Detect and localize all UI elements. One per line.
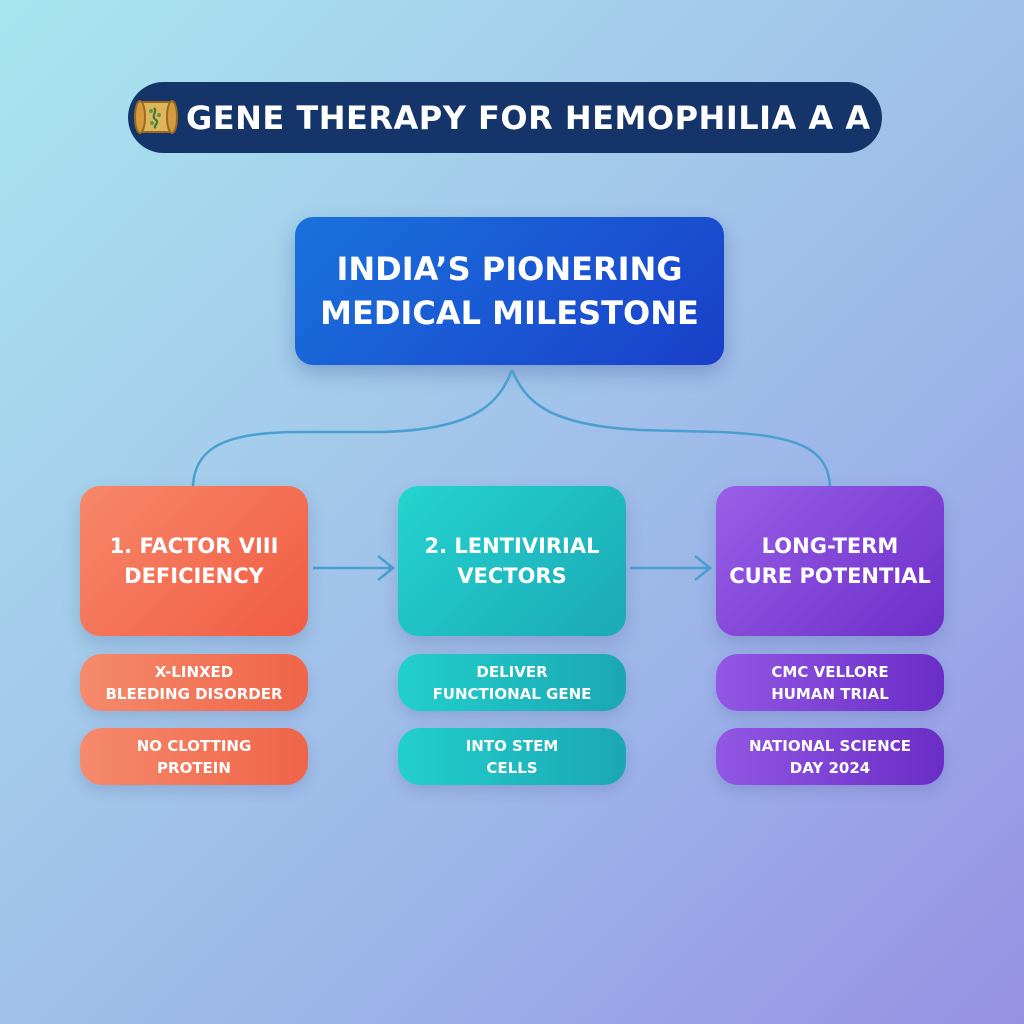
sub-card-line-2: HUMAN TRIAL: [771, 684, 889, 703]
card-title-line-2: VECTORS: [457, 564, 567, 588]
sub-card-line-1: DELIVER: [476, 662, 548, 681]
card-long-term-cure: LONG-TERM CURE POTENTIAL: [716, 486, 944, 636]
connector-root-to-right: [510, 369, 832, 487]
sub-card-line-1: X-LINXED: [154, 662, 234, 681]
title-banner: GENE THERAPY FOR HEMOPHILIA A A: [128, 82, 882, 153]
page-title: GENE THERAPY FOR HEMOPHILIA A A: [186, 98, 871, 137]
arrow-right-icon: [313, 555, 396, 581]
card-factor-viii: 1. FACTOR VIII DEFICIENCY: [80, 486, 308, 636]
card-lentiviral-vectors: 2. LENTIVIRIAL VECTORS: [398, 486, 626, 636]
card-title-line-1: 2. LENTIVIRIAL: [424, 534, 600, 558]
card-title-line-1: 1. FACTOR VIII: [109, 534, 279, 558]
scroll-icon: [134, 100, 178, 134]
sub-card-line-1: NO CLOTTING: [136, 736, 252, 755]
sub-card-line-1: NATIONAL SCIENCE: [749, 736, 911, 755]
sub-card: DELIVER FUNCTIONAL GENE: [398, 654, 626, 711]
sub-card-line-2: DAY 2024: [789, 758, 871, 777]
sub-card-line-2: FUNCTIONAL GENE: [432, 684, 592, 703]
sub-card-line-2: PROTEIN: [157, 758, 231, 777]
sub-card: INTO STEM CELLS: [398, 728, 626, 785]
sub-card-line-1: INTO STEM: [465, 736, 559, 755]
sub-card: NO CLOTTING PROTEIN: [80, 728, 308, 785]
sub-card: CMC VELLORE HUMAN TRIAL: [716, 654, 944, 711]
root-node-line-1: INDIA’S PIONERING: [336, 250, 683, 288]
sub-card: X-LINXED BLEEDING DISORDER: [80, 654, 308, 711]
sub-card: NATIONAL SCIENCE DAY 2024: [716, 728, 944, 785]
sub-card-line-2: CELLS: [486, 758, 538, 777]
connector-root-to-branches: [191, 369, 514, 487]
sub-card-line-1: CMC VELLORE: [771, 662, 889, 681]
card-title-line-2: DEFICIENCY: [124, 564, 264, 588]
arrow-right-icon: [630, 555, 713, 581]
sub-card-line-2: BLEEDING DISORDER: [105, 684, 283, 703]
root-node-line-2: MEDICAL MILESTONE: [320, 294, 699, 332]
card-title-line-1: LONG-TERM: [761, 534, 899, 558]
root-node: INDIA’S PIONERING MEDICAL MILESTONE: [295, 217, 724, 365]
card-title-line-2: CURE POTENTIAL: [729, 564, 931, 588]
